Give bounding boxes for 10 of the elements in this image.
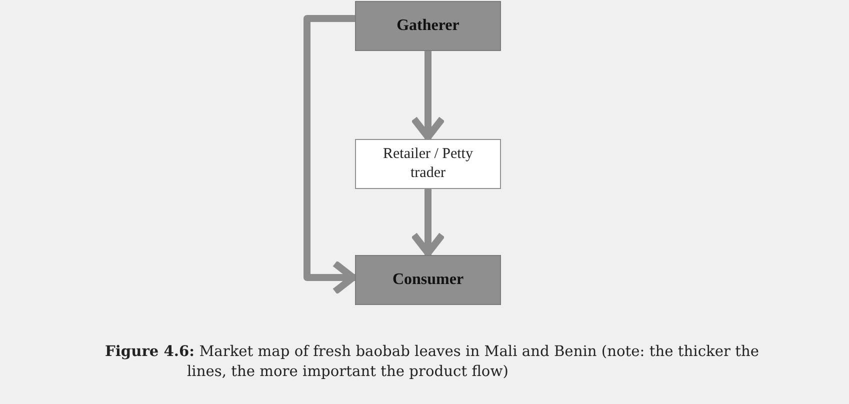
actor-box	[355, 1, 501, 51]
node-label: Gatherer	[396, 17, 460, 35]
flow-arrow	[410, 189, 446, 256]
node-label: Retailer / Petty trader	[382, 144, 474, 183]
flow-arrow	[304, 15, 356, 295]
node-label: Consumer	[392, 271, 464, 289]
figure-caption: Figure 4.6: Market map of fresh baobab leaves in Mali and Benin (note: the thicker the lines, the more important the product flow)	[105, 342, 760, 382]
actor-box	[355, 255, 501, 305]
process-box	[355, 139, 501, 189]
flow-arrow	[410, 51, 446, 140]
